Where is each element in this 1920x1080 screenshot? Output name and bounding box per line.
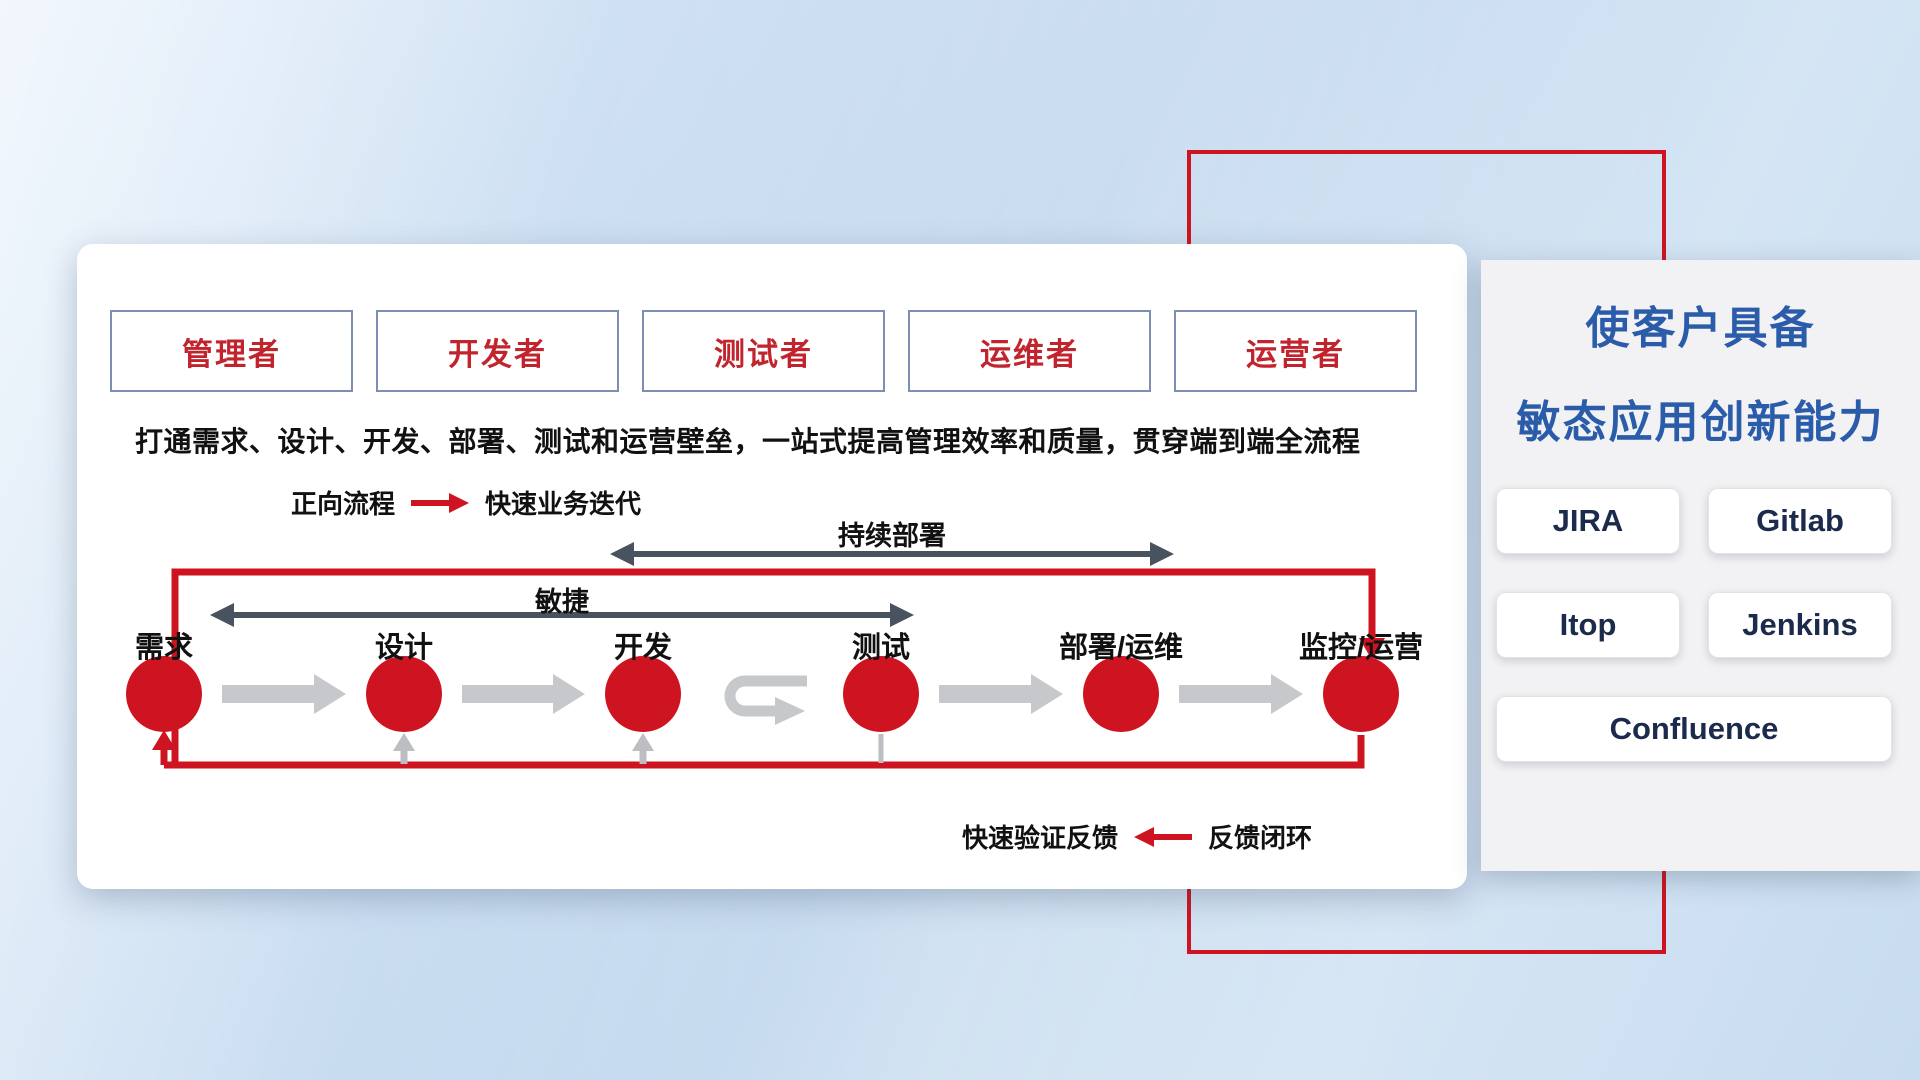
tool-chip-gitlab: Gitlab	[1708, 488, 1892, 554]
pipeline-subtitle: 打通需求、设计、开发、部署、测试和运营壁垒，一站式提高管理效率和质量，贯穿端到端…	[135, 426, 1361, 457]
continuous-deploy-arrow-icon	[610, 542, 1174, 566]
stage-circle-deploy-ops	[1083, 656, 1159, 732]
stage-label-develop: 开发	[613, 632, 672, 664]
role-box-tester: 测试者	[642, 310, 885, 392]
iterate-loop-icon	[724, 675, 807, 725]
panel-title-line1: 使客户具备	[1585, 304, 1816, 353]
forward-flow-desc: 快速业务迭代	[485, 489, 642, 519]
gray-upward-feedback-arrows	[393, 733, 884, 764]
agile-span-label: 敏捷	[535, 587, 589, 617]
gray-flow-arrow-icons	[222, 674, 1303, 714]
role-label-ops: 运维者	[980, 336, 1079, 372]
tool-chip-itop: Itop	[1496, 592, 1680, 658]
role-label-tester: 测试者	[714, 336, 813, 372]
stage-label-design: 设计	[374, 632, 433, 664]
stage-circle-design	[366, 656, 442, 732]
role-box-manager: 管理者	[110, 310, 353, 392]
feedback-loop-desc: 反馈闭环	[1208, 823, 1313, 853]
left-arrow-icon	[1134, 826, 1193, 847]
stage-circle-develop	[605, 656, 681, 732]
agile-span-arrow-icon	[210, 603, 914, 627]
capability-panel: 使客户具备 敏态应用创新能力 JIRA Gitlab Itop Jenkins …	[1481, 260, 1920, 871]
feedback-loop-legend: 快速验证反馈 反馈闭环	[962, 818, 1312, 855]
forward-flow-legend: 正向流程 快速业务迭代	[291, 484, 641, 521]
tools-grid: JIRA Gitlab Itop Jenkins Confluence	[1496, 488, 1892, 762]
panel-title: 使客户具备 敏态应用创新能力	[1481, 282, 1920, 470]
continuous-deploy-label: 持续部署	[838, 521, 946, 551]
role-label-manager: 管理者	[182, 336, 281, 372]
role-label-operator: 运营者	[1246, 336, 1345, 372]
panel-title-line2: 敏态应用创新能力	[1516, 398, 1885, 447]
stage-label-requirements: 需求	[134, 632, 193, 664]
devops-pipeline-card: 管理者 开发者 测试者 运维者 运营者 打通需求、设计、开发、部署、测试和运营壁…	[77, 244, 1467, 889]
role-box-developer: 开发者	[376, 310, 619, 392]
stage-label-monitor: 监控/运营	[1298, 632, 1424, 664]
roles-row: 管理者 开发者 测试者 运维者 运营者	[110, 310, 1417, 392]
tool-chip-jenkins: Jenkins	[1708, 592, 1892, 658]
stage-circle-test	[843, 656, 919, 732]
stage-circles	[126, 656, 1399, 732]
stage-circle-monitor	[1323, 656, 1399, 732]
role-box-ops: 运维者	[908, 310, 1151, 392]
forward-flow-label: 正向流程	[291, 489, 396, 519]
role-label-developer: 开发者	[448, 336, 547, 372]
flow-diagram-graphics	[126, 542, 1399, 769]
tool-chip-confluence: Confluence	[1496, 696, 1892, 762]
feedback-loop-label: 快速验证反馈	[962, 823, 1119, 853]
tool-chip-jira: JIRA	[1496, 488, 1680, 554]
right-arrow-icon	[411, 492, 470, 513]
role-box-operator: 运营者	[1174, 310, 1417, 392]
stage-label-deploy-ops: 部署/运维	[1058, 632, 1184, 664]
stage-circle-requirements	[126, 656, 202, 732]
stage-label-test: 测试	[851, 632, 910, 664]
red-feedback-loop	[152, 568, 1385, 769]
